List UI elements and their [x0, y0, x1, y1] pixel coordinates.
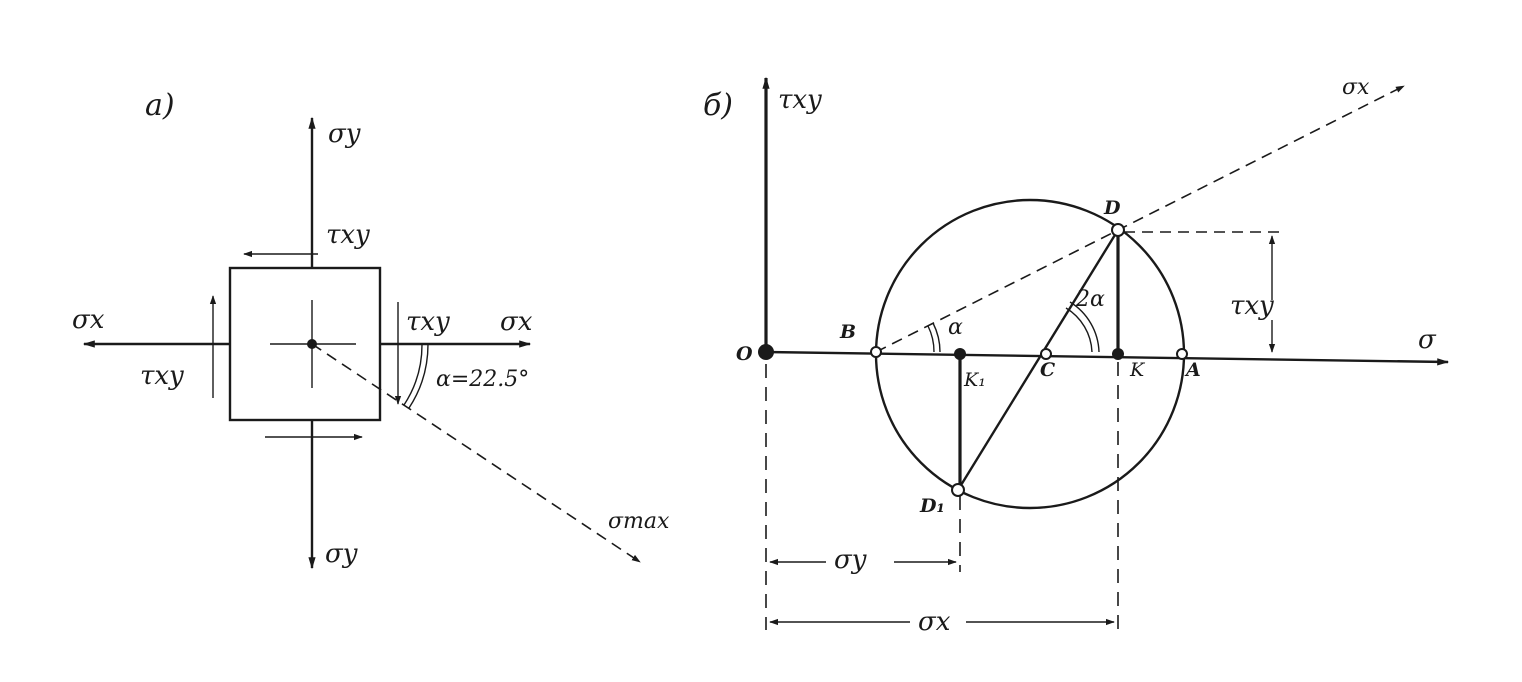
point-a-label: A [1184, 359, 1201, 381]
sigma-x-dim-label: σx [918, 607, 951, 637]
point-k1 [954, 348, 966, 360]
point-o [758, 344, 774, 360]
sigma-x-left-label: σx [72, 305, 105, 335]
panel-a-label: a) [145, 88, 175, 123]
point-k-label: K [1129, 359, 1146, 381]
angle-label: α=22.5° [436, 367, 529, 392]
point-k1-label: K₁ [963, 369, 986, 391]
point-c-label: C [1040, 359, 1055, 381]
point-b [870, 346, 882, 358]
two-alpha-label: 2α [1075, 287, 1105, 312]
tau-axis-label: τxy [778, 85, 822, 115]
diameter-d-d1 [956, 229, 1120, 491]
alpha-arc-1 [927, 325, 935, 353]
sigma-axis [765, 350, 1450, 366]
panel-b: б) τxy σ σx τxy α 2α [703, 75, 1450, 637]
tau-right-label: τxy [406, 307, 450, 337]
point-a [1176, 348, 1188, 360]
sigma-axis-label: σ [1418, 325, 1437, 355]
point-b-label: B [839, 321, 856, 343]
sigma-y-top-label: σy [328, 119, 361, 149]
panel-a: a) σy σy σx σx τxy τxy τxy σmax α=22.5° [72, 88, 670, 570]
tau-top-label: τxy [326, 220, 370, 250]
sigma-y-bottom-label: σy [325, 539, 358, 569]
sigma-x-right-label: σx [500, 307, 533, 337]
point-k [1112, 348, 1124, 360]
alpha-label: α [948, 315, 963, 340]
sigma-x-ray-label: σx [1342, 75, 1370, 100]
sigma-x-ray [875, 85, 1405, 353]
point-d1 [951, 483, 965, 497]
tau-left-label: τxy [140, 361, 184, 391]
angle-arc-inner [408, 343, 429, 409]
alpha-arc-2 [932, 322, 941, 353]
sigma-max-label: σmax [608, 509, 670, 534]
point-d1-label: D₁ [919, 495, 945, 517]
angle-arc-outer [403, 343, 423, 406]
origin-label: O [736, 343, 753, 365]
two-alpha-arc-1 [1065, 307, 1093, 353]
two-alpha-arc-2 [1069, 301, 1100, 353]
panel-b-label: б) [703, 88, 733, 123]
point-d [1111, 223, 1125, 237]
tau-dim-label: τxy [1230, 291, 1274, 321]
point-d-label: D [1103, 197, 1121, 219]
sigma-y-dim-label: σy [834, 545, 867, 575]
sigma-max-direction [311, 343, 641, 563]
point-c [1040, 348, 1052, 360]
